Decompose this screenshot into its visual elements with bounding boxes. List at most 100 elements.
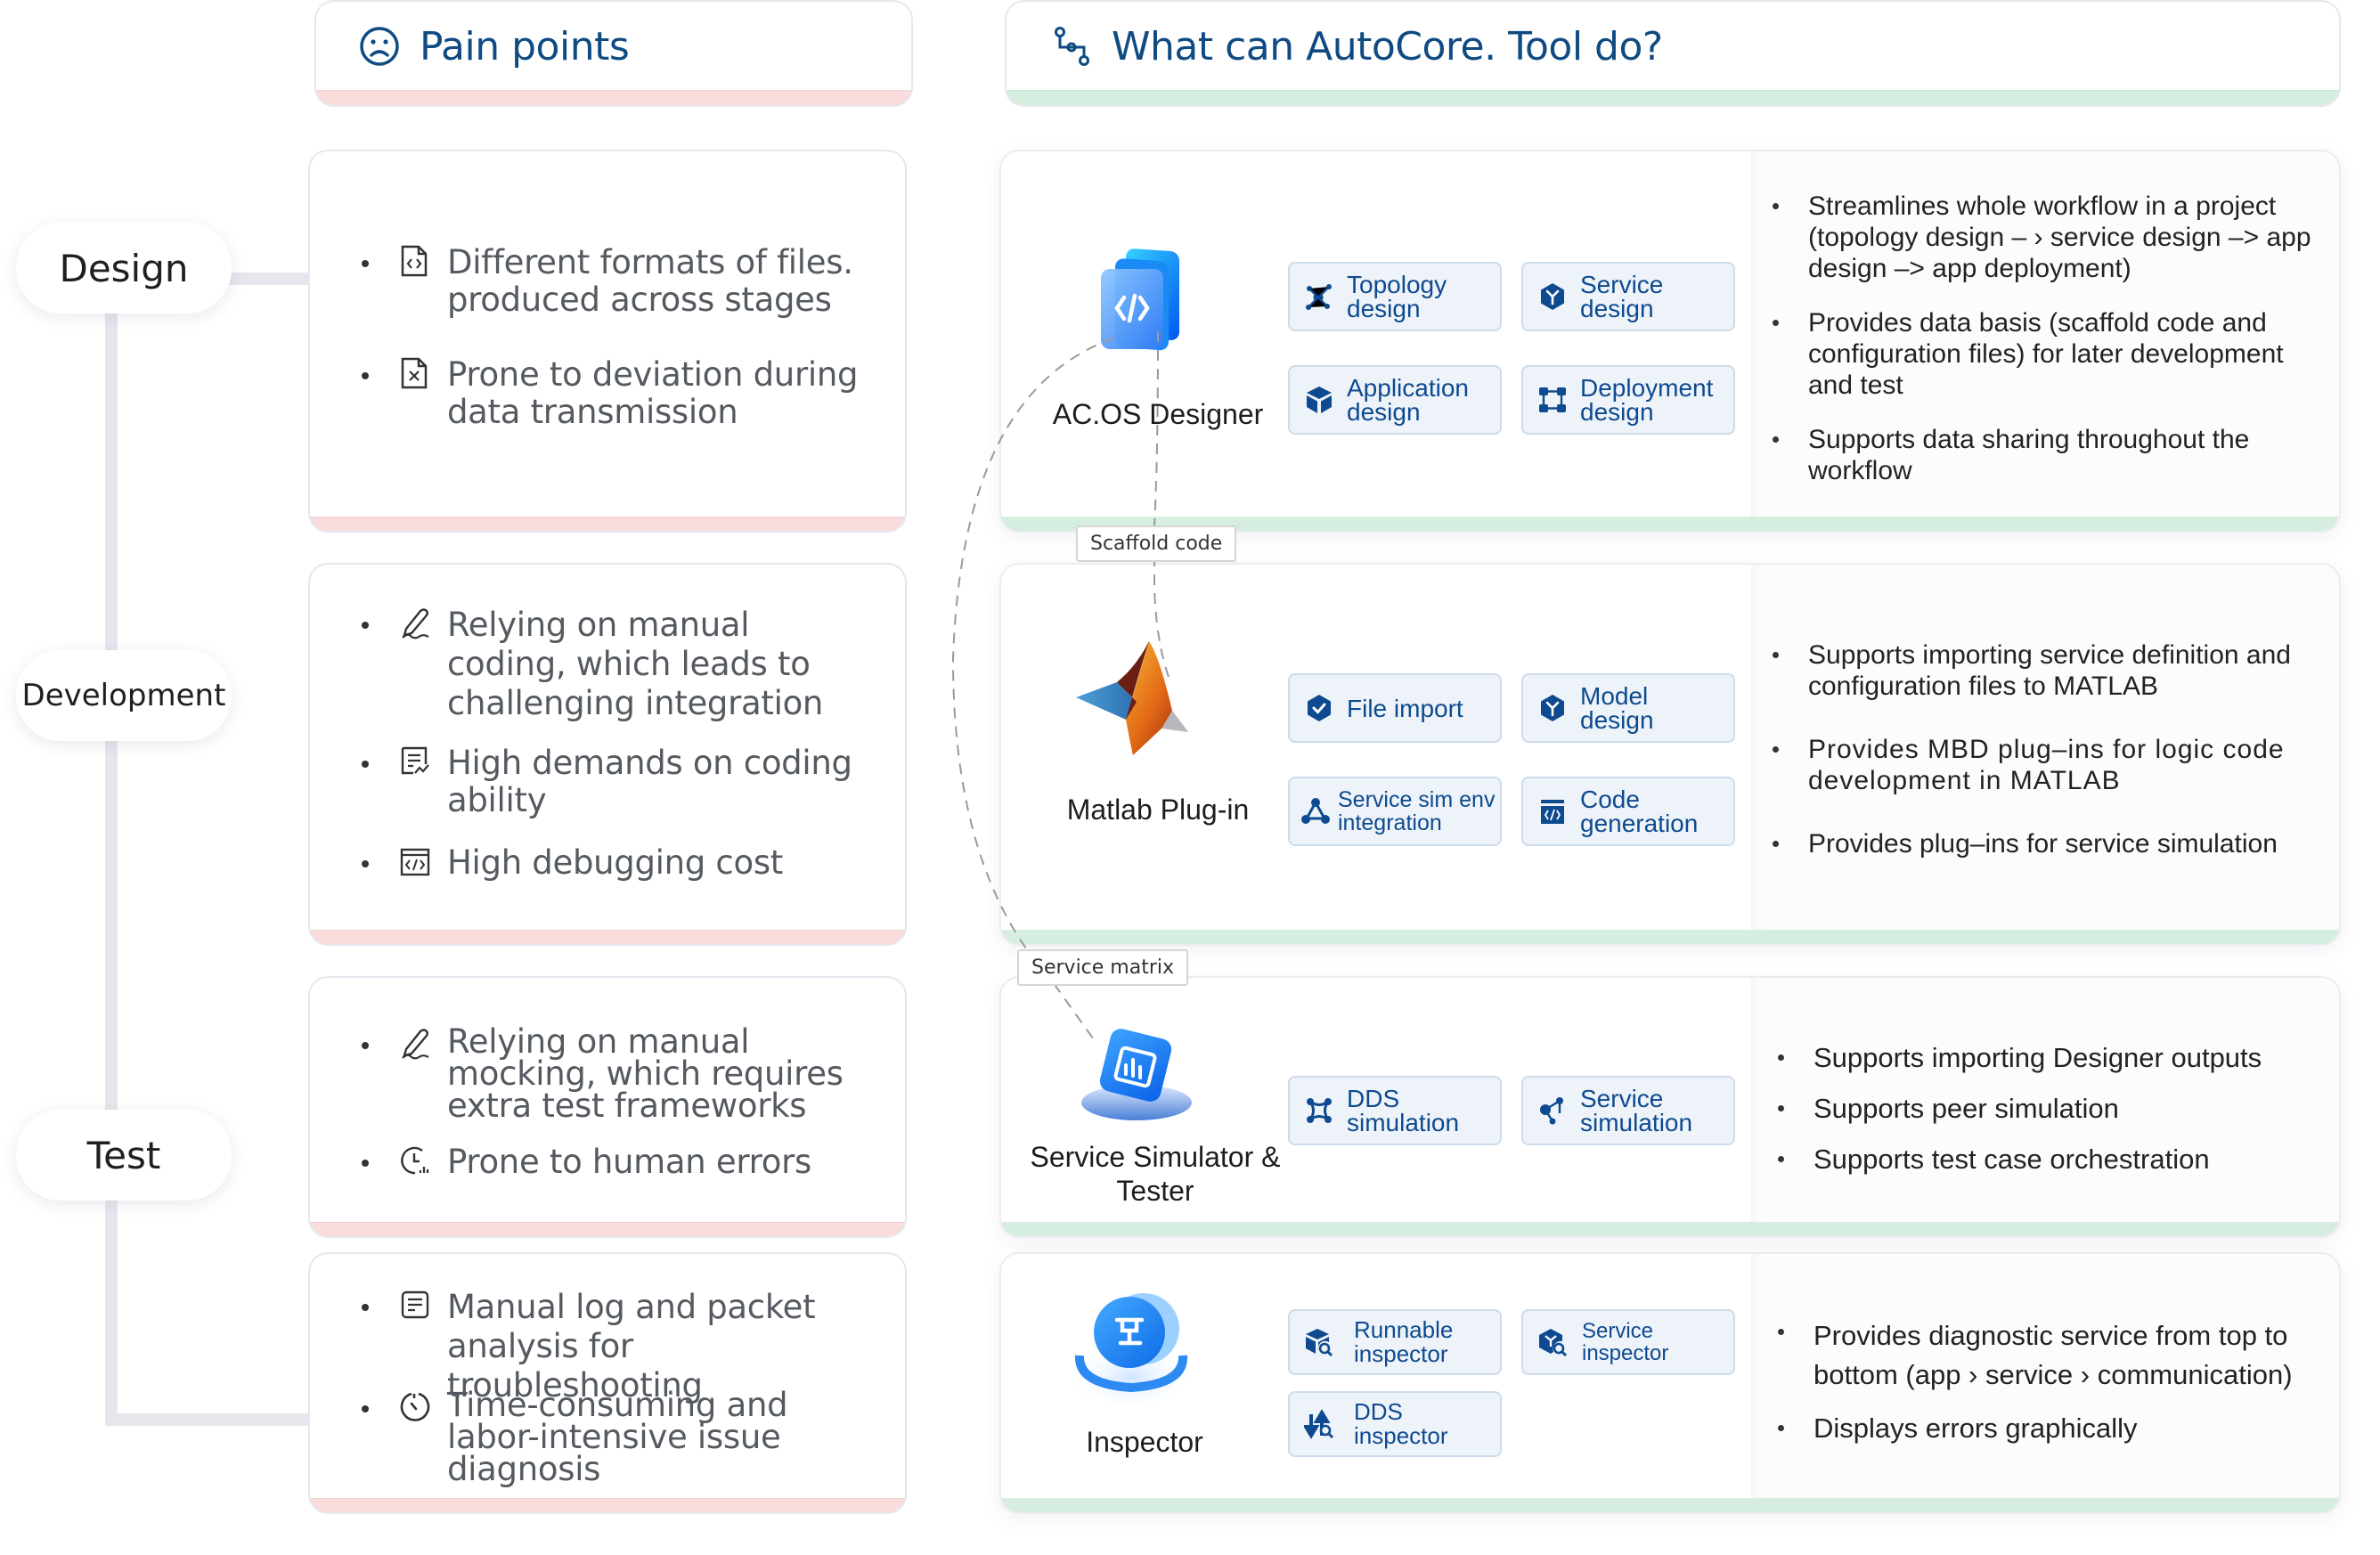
bullet bbox=[362, 260, 369, 267]
chip-label: Deployment design bbox=[1580, 374, 1714, 426]
feature-chip-service-simulation[interactable]: Service simulation bbox=[1521, 1076, 1735, 1145]
pain-text: Relying on manual mocking, which require… bbox=[447, 1022, 844, 1125]
sad-face-icon bbox=[359, 26, 400, 67]
connector-label-service-matrix: Service matrix bbox=[1017, 949, 1189, 986]
chip-label: Service simulation bbox=[1580, 1085, 1693, 1136]
pain-item: Relying on manual mocking, which require… bbox=[362, 1022, 878, 1125]
pain-text: Prone to deviation during data transmiss… bbox=[447, 355, 859, 431]
bullet bbox=[362, 1304, 369, 1311]
feature-chip-service-design[interactable]: Service design bbox=[1521, 262, 1735, 331]
document-chart-icon bbox=[399, 745, 429, 778]
flow-route-icon bbox=[1053, 26, 1092, 67]
feature-chip-code-generation[interactable]: Code generation bbox=[1521, 777, 1735, 846]
pain-points-title: Pain points bbox=[420, 23, 630, 69]
pain-item: High demands on coding ability bbox=[362, 745, 869, 819]
feature-chip-topology[interactable]: Topology design bbox=[1288, 262, 1502, 331]
feature-chip-runnable-inspector[interactable]: Runnable inspector bbox=[1288, 1309, 1502, 1375]
card-accent-bar bbox=[1001, 517, 2339, 531]
stage-development: Development bbox=[16, 650, 232, 741]
error-file-icon bbox=[399, 356, 429, 390]
stage-design: Design bbox=[16, 223, 232, 313]
feature-pane bbox=[1751, 565, 2339, 930]
code-window-icon bbox=[399, 844, 430, 878]
chip-label: Code generation bbox=[1580, 786, 1699, 837]
clock-stats-icon bbox=[399, 1144, 429, 1177]
card-accent-bar bbox=[310, 1498, 905, 1512]
chip-label: Service sim env integration bbox=[1338, 787, 1496, 835]
card-accent-bar bbox=[310, 930, 905, 944]
shield-check-icon bbox=[1304, 693, 1334, 723]
runnable-inspect-icon bbox=[1304, 1327, 1334, 1357]
dds-inspect-icon bbox=[1304, 1409, 1334, 1439]
stage-test: Test bbox=[16, 1110, 232, 1201]
connector-scaffold-code bbox=[1153, 330, 1170, 678]
tool-name: Service Simulator & Tester bbox=[1030, 1141, 1281, 1207]
feature-item: Provides MBD plug–ins for logic code dev… bbox=[1773, 734, 2316, 796]
connector-label-scaffold-code: Scaffold code bbox=[1076, 525, 1237, 562]
card-accent-bar bbox=[310, 517, 905, 531]
feature-list-matlab: Supports importing service definition an… bbox=[1773, 639, 2316, 859]
chip-label: Application design bbox=[1347, 374, 1469, 426]
bullet bbox=[362, 622, 369, 629]
feature-item: Streamlines whole workflow in a project … bbox=[1773, 191, 2316, 284]
timer-icon bbox=[399, 1389, 430, 1423]
pain-item: Time-consuming and labor-intensive issue… bbox=[362, 1388, 887, 1486]
feature-item: Supports importing service definition an… bbox=[1773, 639, 2316, 702]
tool-name: Inspector bbox=[1086, 1426, 1203, 1458]
pain-item: Relying on manual coding, which leads to… bbox=[362, 606, 869, 723]
network-triangle-icon bbox=[1300, 796, 1331, 826]
pain-item: High debugging cost bbox=[362, 844, 869, 882]
code-generation-icon bbox=[1537, 796, 1568, 826]
matlab-logo-icon bbox=[1074, 639, 1208, 755]
feature-chip-service-inspector[interactable]: Service inspector bbox=[1521, 1309, 1735, 1375]
model-cube-icon bbox=[1537, 693, 1568, 723]
stage-label: Test bbox=[86, 1133, 161, 1177]
feature-chip-model-design[interactable]: Model design bbox=[1521, 673, 1735, 743]
service-cube-icon bbox=[1537, 281, 1568, 312]
chip-label: DDS simulation bbox=[1347, 1085, 1460, 1136]
feature-item: Supports test case orchestration bbox=[1778, 1144, 2321, 1175]
feature-item: Displays errors graphically bbox=[1778, 1413, 2321, 1444]
feature-chip-dds-inspector[interactable]: DDS inspector bbox=[1288, 1391, 1502, 1457]
inspector-logo-icon bbox=[1060, 1284, 1202, 1409]
feature-pane bbox=[1751, 978, 2339, 1222]
tools-header: What can AutoCore. Tool do? bbox=[1005, 0, 2341, 107]
timeline-connector-design bbox=[223, 273, 314, 285]
bullet bbox=[362, 372, 369, 379]
chip-label: File import bbox=[1347, 694, 1463, 722]
feature-item: Supports peer simulation bbox=[1778, 1093, 2321, 1124]
chip-label: Service design bbox=[1580, 271, 1664, 322]
pain-card-development: Relying on manual coding, which leads to… bbox=[308, 563, 907, 946]
feature-chip-service-sim-env[interactable]: Service sim env integration bbox=[1288, 777, 1502, 846]
connector-service-matrix bbox=[951, 338, 1114, 1043]
service-inspect-icon bbox=[1537, 1327, 1568, 1357]
application-cube-icon bbox=[1304, 385, 1334, 415]
stage-label: Development bbox=[21, 678, 226, 713]
topology-icon bbox=[1304, 281, 1334, 312]
stage-label: Design bbox=[59, 246, 189, 290]
service-nodes-icon bbox=[1537, 1095, 1568, 1126]
header-accent-bar bbox=[316, 90, 911, 105]
pain-text: High debugging cost bbox=[447, 843, 784, 882]
chip-label: Model design bbox=[1580, 682, 1654, 734]
pain-item: Prone to human errors bbox=[362, 1144, 878, 1181]
tool-card-inspector bbox=[999, 1252, 2341, 1514]
log-document-icon bbox=[399, 1288, 429, 1322]
pain-card-diagnosis: Manual log and packet analysis for troub… bbox=[308, 1252, 907, 1514]
feature-chip-file-import[interactable]: File import bbox=[1288, 673, 1502, 743]
chip-label: DDS inspector bbox=[1354, 1398, 1448, 1449]
feature-pane bbox=[1751, 151, 2339, 517]
feature-chip-application-design[interactable]: Application design bbox=[1288, 365, 1502, 435]
tool-card-designer bbox=[999, 150, 2341, 533]
header-accent-bar bbox=[1007, 90, 2339, 105]
bullet bbox=[362, 860, 369, 867]
feature-chip-dds-simulation[interactable]: DDS simulation bbox=[1288, 1076, 1502, 1145]
bullet bbox=[362, 761, 369, 768]
chip-label: Service inspector bbox=[1582, 1319, 1669, 1365]
feature-chip-deployment-design[interactable]: Deployment design bbox=[1521, 365, 1735, 435]
tools-title: What can AutoCore. Tool do? bbox=[1112, 23, 1663, 69]
feature-list-designer: Streamlines whole workflow in a project … bbox=[1773, 191, 2316, 486]
designer-logo-icon bbox=[1094, 240, 1197, 354]
signature-pen-icon bbox=[399, 1026, 429, 1060]
